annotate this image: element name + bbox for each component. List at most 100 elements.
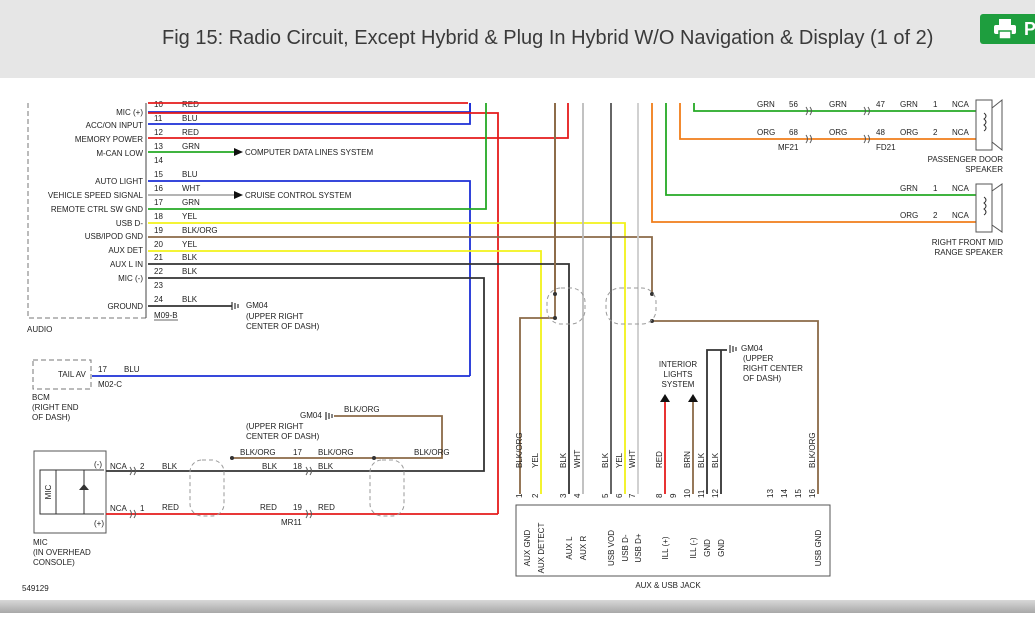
pin-number: 15 — [154, 170, 163, 179]
computer-data-label: COMPUTER DATA LINES SYSTEM — [245, 148, 374, 157]
junction-dot — [553, 316, 557, 320]
wire-color: BLK — [182, 267, 198, 276]
mic-chip — [39, 469, 57, 515]
shield-symbol — [189, 459, 225, 517]
bcm-connector: M02-C — [98, 380, 122, 389]
svg-text:GND: GND — [717, 539, 726, 557]
svg-text:AUX L: AUX L — [565, 536, 574, 560]
mic-plus: (+) — [94, 519, 104, 528]
svg-text:NCA: NCA — [952, 128, 970, 137]
wire-grn-pass — [693, 103, 1000, 112]
mic-ground-loc: CENTER OF DASH) — [246, 432, 320, 441]
wiring-diagram: AUDIO MIC (+) ACC/ON INPUT MEMORY POWER … — [0, 78, 1035, 613]
svg-text:8: 8 — [655, 493, 664, 498]
cruise-control-label: CRUISE CONTROL SYSTEM — [245, 191, 352, 200]
bcm-tail-av: TAIL AV — [58, 370, 87, 379]
shield-symbol — [546, 287, 586, 325]
svg-text:BRN: BRN — [683, 451, 692, 468]
interior-lights-label: INTERIOR — [659, 360, 697, 369]
svg-text:NCA: NCA — [110, 462, 128, 471]
pin-name: MIC (-) — [118, 274, 143, 283]
pin-name: GROUND — [107, 302, 143, 311]
pin-number: 14 — [154, 156, 163, 165]
rf-speaker-label: RIGHT FRONT MID — [932, 238, 1003, 247]
interior-lights-label: SYSTEM — [662, 380, 695, 389]
svg-text:NCA: NCA — [110, 504, 128, 513]
mic-ground-id: GM04 — [300, 411, 322, 420]
pin-number: 12 — [154, 128, 163, 137]
wire-red-mic — [148, 112, 499, 514]
svg-text:AUX DETECT: AUX DETECT — [537, 523, 546, 574]
svg-text:7: 7 — [628, 493, 637, 498]
wire-grn-remote — [148, 103, 487, 210]
passenger-speaker-icon — [975, 98, 1003, 152]
wire-color: GRN — [182, 198, 200, 207]
wire-brown-auxgnd — [519, 103, 556, 494]
svg-text:YEL: YEL — [531, 452, 540, 468]
wire-color: BLK — [182, 295, 198, 304]
svg-text:14: 14 — [780, 489, 789, 498]
svg-text:16: 16 — [808, 489, 817, 498]
svg-text:ILL (+): ILL (+) — [661, 536, 670, 559]
mic-minus: (-) — [94, 460, 102, 469]
svg-text:5: 5 — [601, 493, 610, 498]
wire-color: GRN — [182, 142, 200, 151]
arrow-cruise — [234, 191, 243, 199]
bcm-box — [32, 359, 92, 390]
header-bar: Fig 15: Radio Circuit, Except Hybrid & P… — [0, 0, 1035, 79]
wire-blk-mic — [148, 277, 485, 464]
svg-text:2: 2 — [531, 493, 540, 498]
svg-text:RED: RED — [162, 503, 179, 512]
mic-ground-loc: (UPPER RIGHT — [246, 422, 303, 431]
pin-number: 10 — [154, 100, 163, 109]
audio-connector-id: M09-B — [154, 311, 178, 320]
svg-text:GRN: GRN — [900, 184, 918, 193]
print-button[interactable]: P — [980, 14, 1035, 44]
wire-org-rf — [651, 103, 1000, 223]
svg-text:18: 18 — [293, 462, 302, 471]
svg-text:48: 48 — [876, 128, 885, 137]
svg-text:1: 1 — [933, 100, 938, 109]
svg-text:AUX R: AUX R — [579, 536, 588, 561]
wire-color: BLU — [182, 114, 198, 123]
pin-number: 23 — [154, 281, 163, 290]
printer-icon — [994, 19, 1016, 39]
svg-text:13: 13 — [766, 489, 775, 498]
svg-text:GRN: GRN — [829, 100, 847, 109]
jack-label: AUX & USB JACK — [635, 581, 701, 590]
wire-blkorg-usbgnd — [652, 320, 819, 494]
pin-number: 13 — [154, 142, 163, 151]
pin-number: 24 — [154, 295, 163, 304]
mic-internal — [56, 469, 104, 515]
mic-ground-wire: BLK/ORG — [344, 405, 380, 414]
svg-text:ORG: ORG — [757, 128, 775, 137]
pin-name: VEHICLE SPEED SIGNAL — [48, 191, 144, 200]
svg-text:9: 9 — [669, 493, 678, 498]
wire-color: RED — [182, 100, 199, 109]
svg-text:15: 15 — [794, 489, 803, 498]
wire-color: BLK — [182, 253, 198, 262]
wire-blkorg-mic — [334, 415, 443, 459]
svg-text:RIGHT CENTER: RIGHT CENTER — [743, 364, 803, 373]
svg-text:OF DASH): OF DASH) — [743, 374, 782, 383]
arrow-up-ill — [688, 394, 698, 402]
mic-label: CONSOLE) — [33, 558, 75, 567]
svg-text:4: 4 — [573, 493, 582, 498]
svg-text:AUX GND: AUX GND — [523, 530, 532, 567]
svg-text:USB VOD: USB VOD — [607, 530, 616, 566]
pin-number: 18 — [154, 212, 163, 221]
audio-ground-loc: (UPPER RIGHT — [246, 312, 303, 321]
svg-text:BLK/ORG: BLK/ORG — [515, 432, 524, 468]
svg-text:BLK/ORG: BLK/ORG — [240, 448, 276, 457]
connector-symbol — [805, 134, 812, 144]
mf21-connector: MF21 — [778, 143, 799, 152]
bottom-scrollbar[interactable] — [0, 600, 1035, 613]
audio-pins: MIC (+) ACC/ON INPUT MEMORY POWER M-CAN … — [48, 108, 144, 311]
pin-name: REMOTE CTRL SW GND — [51, 205, 143, 214]
wire-blk-auxl — [148, 263, 570, 494]
pin-name: MIC (+) — [116, 108, 143, 117]
pin-name: AUX L IN — [110, 260, 143, 269]
svg-text:BLK/ORG: BLK/ORG — [808, 432, 817, 468]
svg-text:2: 2 — [933, 128, 938, 137]
junction-dot — [372, 456, 376, 460]
